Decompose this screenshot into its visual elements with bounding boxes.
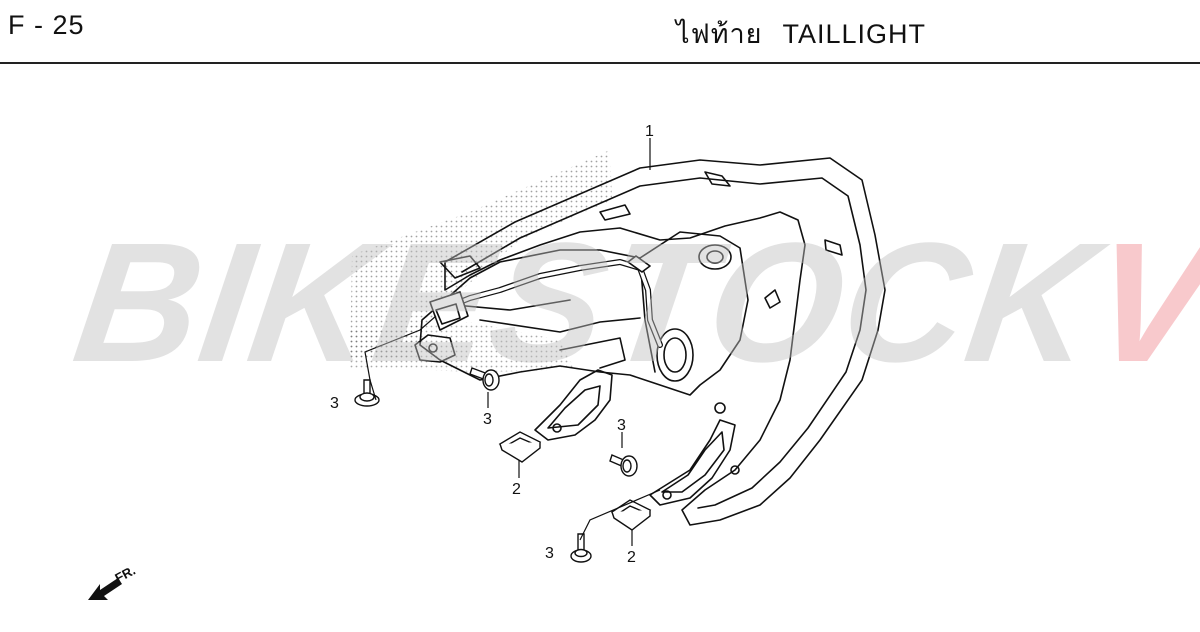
page-title: ไฟท้าย TAILLIGHT: [676, 12, 926, 55]
callout-label: 3: [617, 417, 626, 434]
header-divider: [0, 62, 1200, 64]
page-header: F - 25 ไฟท้าย TAILLIGHT: [0, 0, 1200, 64]
front-direction-arrow-icon: FR.: [88, 563, 138, 600]
bolt: [354, 379, 380, 407]
page-title-english: TAILLIGHT: [782, 19, 927, 49]
bolt: [469, 367, 500, 391]
clip-nut: [498, 431, 542, 463]
shading-area: [350, 322, 575, 372]
taillight-assembly: [414, 157, 886, 526]
page-code: F - 25: [8, 10, 85, 40]
bolt: [609, 454, 638, 477]
bolt: [570, 533, 592, 563]
shading-area: [350, 150, 612, 360]
callout-label: 1: [645, 123, 654, 140]
callout-label: 3: [330, 395, 339, 412]
page-title-thai: ไฟท้าย: [676, 19, 763, 49]
callout-label: 3: [545, 545, 554, 562]
exploded-view-drawing: 1 3 3 2 3 2 3 2 FR.: [0, 0, 886, 600]
leader-lines: [364, 138, 661, 546]
callout-label: 2: [512, 481, 521, 498]
clip-nut: [610, 499, 652, 531]
callout-label: 3: [483, 411, 492, 428]
callout-label: 2: [627, 549, 636, 566]
